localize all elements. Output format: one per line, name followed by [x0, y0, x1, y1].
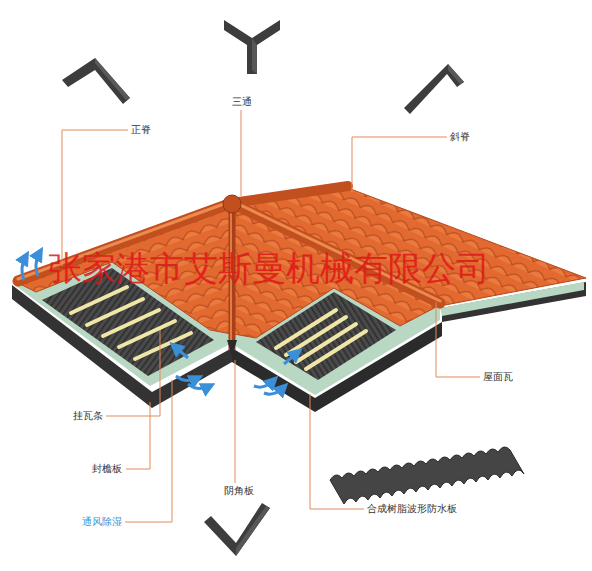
ridge-icon [62, 58, 130, 104]
part-label: 挂瓦条 [73, 410, 103, 421]
tile-batten [135, 333, 191, 359]
part-label: 正脊 [131, 124, 151, 135]
valley-board-icon [204, 503, 270, 556]
ventilation-arrow [264, 387, 284, 394]
tee-icon [224, 20, 280, 74]
ventilation-arrow [174, 346, 188, 358]
corrugated-sheet-icon [330, 447, 524, 504]
watermark: 张家港市艾斯曼机械有限公司 [48, 250, 490, 287]
ventilation-arrow [284, 352, 298, 364]
three-way-joint [223, 195, 241, 213]
leader-line [62, 110, 480, 522]
part-label: 封檐板 [92, 463, 122, 474]
valley-board-icon [204, 503, 270, 556]
leader-line [126, 402, 150, 469]
part-label: 通风除湿 [82, 516, 122, 527]
tile-batten [306, 331, 366, 369]
part-label: 三通 [232, 96, 252, 107]
leader-line [62, 130, 128, 268]
ventilation-arrow [254, 380, 274, 387]
tee-icon [252, 38, 257, 74]
leader-line [125, 380, 172, 522]
leader-line [106, 330, 160, 416]
leader-line [352, 137, 447, 192]
ridge-icon [95, 58, 130, 100]
three-way-joint [223, 195, 241, 213]
leader-line [235, 360, 236, 483]
leader-line [436, 302, 480, 377]
leader-line [241, 110, 242, 196]
ventilation-arrow [176, 376, 198, 381]
part-label: 合成树脂波形防水板 [367, 503, 457, 514]
hip-ridge-icon [404, 64, 464, 114]
hip-ridge-icon [404, 64, 464, 114]
corrugated-sheet-icon [330, 447, 524, 504]
ridge-cap [232, 186, 348, 203]
part-label: 屋面瓦 [483, 371, 513, 382]
part-label: 阴角板 [224, 485, 254, 496]
ventilation-arrow [188, 384, 210, 389]
ventilation-arrow [22, 256, 26, 280]
tee-icon [224, 20, 280, 74]
roof-tiles [18, 188, 586, 338]
part-label: 斜脊 [450, 131, 470, 142]
ventilation-arrow [36, 252, 40, 276]
hip-ridge-icon [448, 64, 464, 84]
valley-line [227, 340, 237, 356]
valley-board-icon [236, 506, 270, 556]
ridge-icon [62, 58, 130, 104]
